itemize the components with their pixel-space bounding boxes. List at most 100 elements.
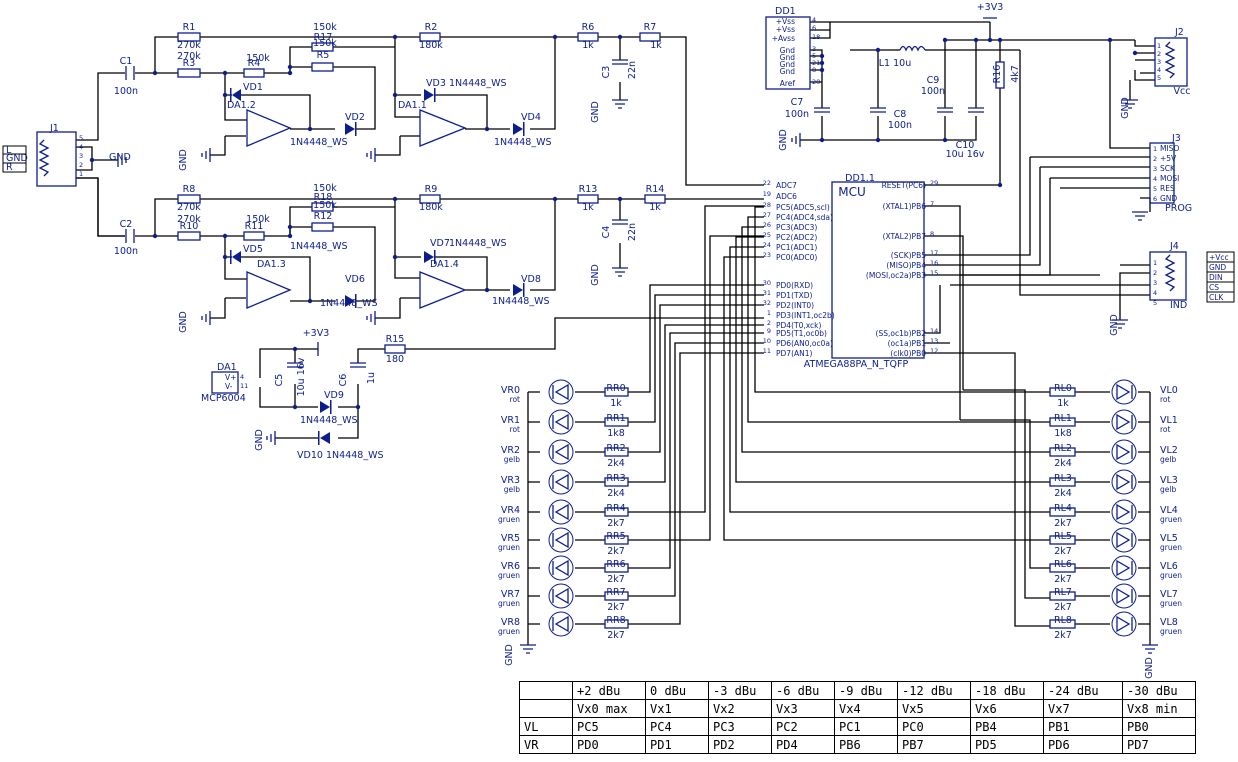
led-res-value: 1k [610,398,622,409]
led-ref: VR1 [501,415,520,426]
table-cell: -12 dBu [897,681,971,700]
connector-label: +Vcc [1209,253,1229,262]
resistor-value: 150k [313,183,337,194]
led-color: gruen [498,571,520,580]
capacitor-value: 100n [888,120,912,131]
capacitor-ref: C2 [120,219,133,230]
connector-label: MOSI [1160,174,1179,183]
chip-pin: +Avss [772,34,795,43]
mcu-pin-name: PC3(ADC3) [776,223,817,232]
led-ref: VL6 [1160,561,1178,572]
resistor-ref: R8 [183,184,196,195]
table-cell: +2 dBu [572,681,646,700]
chip-pin-num: 8 [812,66,816,74]
mcu-pin-name: (XTAL1)PB6 [883,202,927,211]
capacitor-value: 100n [785,109,809,120]
chip-pin-num: 18 [812,33,820,41]
gnd-label: GND [1120,97,1131,119]
mcu-pin-num: 23 [763,251,771,259]
capacitor-ref: C3 [601,66,612,79]
capacitor-ref: C8 [894,109,907,120]
connector-pin-num: 5 [79,134,83,142]
led-res-value: 2k4 [1054,458,1072,469]
led-ref: VL2 [1160,445,1178,456]
led-color: rot [1160,395,1171,404]
diode-ref: VD8 [521,274,541,285]
diode-ref: VD6 [345,274,365,285]
table-cell: Vx8 min [1122,699,1196,718]
mcu-pin-name: PC4(ADC4,sda) [776,213,833,222]
chip-pin-num: 20 [812,78,820,86]
resistor-value: 150k [246,53,270,64]
mcu-pin-name: PD2(INT0) [776,301,814,310]
opamp-ref: DA1.2 [227,100,256,111]
mcu-pin-name: ADC7 [776,181,797,190]
connector-label: GND [6,153,28,164]
led-res-value: 2k7 [1054,574,1072,585]
mcu-pin-name: PC5(ADC5,scl) [776,203,830,212]
led-res-value: 2k7 [607,630,625,641]
ground-symbols [117,17,1158,654]
resistor-value: 1k [582,202,594,213]
table-cell: PD4 [771,735,835,754]
gnd-label: GND [178,311,189,333]
chip-ref: DA1 [217,362,237,373]
resistor-ref: R15 [386,334,405,345]
connector-pin-num: 4 [1153,289,1157,297]
table-cell: PD2 [708,735,772,754]
connector-pin-num: 5 [1153,299,1157,307]
table-cell: PC5 [572,717,646,736]
connector-pin-num: 3 [79,152,83,160]
table-cell: VR [519,735,573,754]
connector-label: RES [1160,184,1175,193]
table-cell: Vx3 [771,699,835,718]
mcu-pin-num: 19 [763,190,771,198]
gnd-label: GND [254,429,265,451]
schematic-canvas: R1270kR2180kR3270kR4150kR5150kR17150kR61… [2,2,1235,679]
chip-pin-num: 6 [812,24,816,32]
connector-label: SCK [1160,164,1176,173]
resistor-value: 150k [313,38,337,49]
table-cell: PD5 [970,735,1044,754]
led-res-value: 2k4 [1054,488,1072,499]
capacitor-ref: C9 [927,75,940,86]
chip-pin-num: 3 [812,45,816,53]
capacitors [125,59,984,368]
capacitor-value: 100n [114,246,138,257]
chip-part: MCP6004 [201,393,246,404]
mcu-pin-num: 22 [763,179,771,187]
chip-pin: Gnd [780,46,796,55]
led-res-ref: RL4 [1054,503,1072,514]
resistor-value: 1k [582,40,594,51]
table-cell: 0 dBu [645,681,709,700]
junctions [89,34,1138,410]
diode-symbols [230,88,525,445]
diode-type: 1N4448_WS [300,415,358,426]
led-ref: VR4 [501,505,520,516]
led-res-ref: RR7 [606,587,625,598]
table-cell: Vx2 [708,699,772,718]
chip-ref: DD1 [775,6,796,17]
led-ref: VL0 [1160,385,1178,396]
led-res-ref: RR8 [606,615,625,626]
capacitor-ref: C1 [120,56,133,67]
table-cell: Vx7 [1043,699,1123,718]
led-color: gruen [1160,627,1182,636]
table-cell [519,699,573,718]
led-res-ref: RL7 [1054,587,1072,598]
chip-pin-num: 4 [240,373,244,381]
diode-type: 1N4448_WS [449,78,507,89]
chip-pin: Gnd [780,60,796,69]
table-cell: Vx5 [897,699,971,718]
resistor-value: 270k [177,40,201,51]
led-res-value: 1k8 [607,428,625,439]
capacitor-ref: C4 [601,226,612,239]
resistor-ref: R10 [180,221,199,232]
led-res-ref: RL3 [1054,473,1072,484]
capacitor-value: 100n [921,86,945,97]
connector-ref: J2 [1174,27,1184,38]
led-ref: VL5 [1160,533,1178,544]
gnd-label: GND [590,101,601,123]
resistor-ref: R7 [644,22,657,33]
